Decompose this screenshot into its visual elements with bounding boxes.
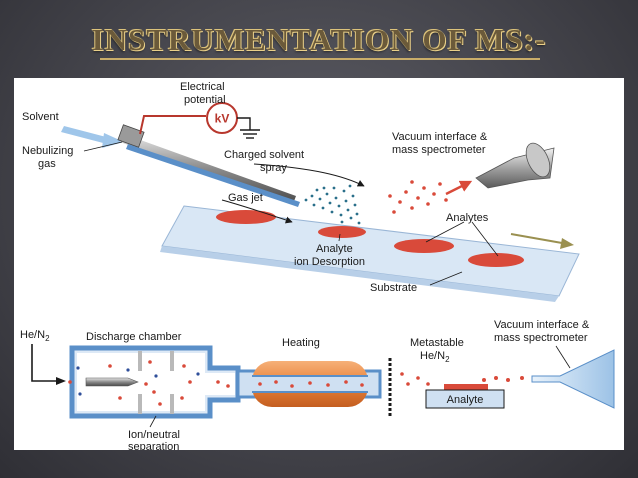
charged-solvent-label: Charged solvent — [224, 149, 304, 161]
electrical-label: Electrical — [180, 81, 225, 93]
analyte-sample-holder — [425, 389, 505, 409]
substrate-motion-arrow — [510, 233, 563, 244]
needle-electrode — [85, 377, 139, 387]
separation-label: separation — [128, 441, 179, 450]
ms-inlet-funnel — [531, 349, 615, 409]
nebulizing-label: Nebulizing — [22, 145, 73, 157]
analyte-label: Analyte — [316, 243, 353, 255]
slide-title: INSTRUMENTATION OF MS:- — [91, 22, 547, 57]
chamber-grid — [138, 351, 142, 371]
gas-jet-arrow — [221, 199, 293, 224]
chamber-ions — [68, 360, 230, 406]
analyte-sample-spot — [444, 384, 488, 390]
charged-spray-pointer — [253, 163, 365, 187]
discharge-chamber-label: Discharge chamber — [86, 331, 182, 343]
substrate-edge — [160, 246, 559, 302]
potential-label: potential — [184, 94, 226, 106]
metastable-particles — [400, 372, 524, 386]
capillary-fitting — [117, 124, 145, 148]
gas-jet-label: Gas jet — [228, 192, 263, 204]
analyte-flow-arrow — [445, 180, 473, 196]
substrate-label: Substrate — [370, 282, 417, 294]
he-n2-label: He/N2 — [20, 329, 50, 343]
gas-label: gas — [38, 158, 56, 170]
spray-label: spray — [260, 162, 287, 174]
heated-gas-particles — [258, 380, 364, 388]
ground-wire — [237, 117, 251, 130]
analyte-spot — [216, 210, 276, 224]
metastable-label: Metastable — [410, 337, 464, 349]
dart-diagram: He/N2 — [20, 319, 615, 450]
analyte-spot — [468, 253, 524, 267]
metastable-he-n2-label: He/N2 — [420, 350, 450, 364]
vacuum-interface-label: Vacuum interface & — [392, 131, 488, 143]
analytes-label: Analytes — [446, 212, 489, 224]
heating-label: Heating — [282, 337, 320, 349]
diagram-panel: kV Electrical potential Solvent Nebulizi… — [14, 78, 624, 450]
charged-spray-plume — [304, 184, 361, 225]
ion-desorption-label: ion Desorption — [294, 256, 365, 268]
analyte-spot — [318, 226, 366, 238]
kv-label: kV — [215, 112, 230, 126]
solvent-label: Solvent — [22, 111, 59, 123]
sample-analyte-label: Analyte — [447, 394, 484, 406]
analyte-spot — [394, 239, 454, 253]
desorbed-analytes — [388, 180, 448, 214]
chamber-grid — [170, 351, 174, 371]
ms-instrumentation-diagram: kV Electrical potential Solvent Nebulizi… — [20, 81, 615, 450]
bottom-vacuum-interface-label: Vacuum interface & — [494, 319, 590, 331]
ion-neutral-label: Ion/neutral — [128, 429, 180, 441]
desi-diagram: kV Electrical potential Solvent Nebulizi… — [22, 81, 580, 302]
mass-spectrometer-label: mass spectrometer — [392, 144, 486, 156]
gas-inlet-line — [31, 344, 58, 382]
title-underline — [100, 58, 540, 60]
potential-wire — [139, 115, 206, 135]
solvent-inlet-arrow — [61, 126, 110, 144]
bottom-mass-spectrometer-label: mass spectrometer — [494, 332, 588, 344]
